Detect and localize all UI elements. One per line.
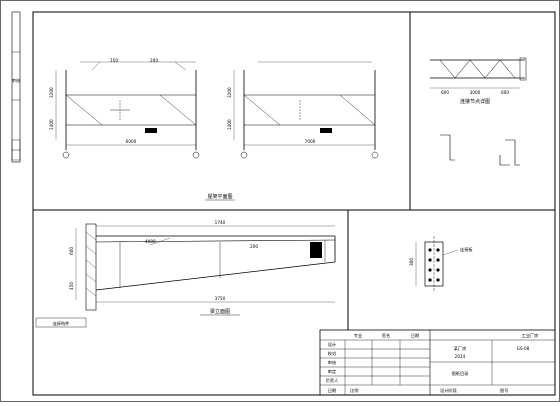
bl-dim-bottom: 3750 (215, 296, 226, 301)
bl-dim-left-2: 450 (69, 282, 74, 290)
tb-project: 工业厂房 (522, 332, 539, 339)
tb-col-1: 签名 (382, 332, 390, 339)
tb-row-2: 审核 (328, 359, 337, 366)
tl-dim-h2: 3200 (49, 87, 54, 98)
tb-bottom-label: 图纸目录 (452, 370, 469, 377)
tb-sheet-id: GS-08 (517, 346, 530, 351)
bl-leader-b: 200 (250, 244, 258, 249)
tr-dim-1: 600 (441, 90, 449, 95)
title-block: 设计 校对 审核 审定 负责人 日期 专业 签名 日期 工业厂房 某厂房 201… (319, 329, 556, 396)
tr-dim-2: 3000 (470, 90, 481, 95)
bl-dim-left-1: 600 (69, 247, 74, 255)
left-strip-label: 审核 (12, 77, 21, 84)
tb-row-5: 日期 (328, 388, 336, 394)
view-top-mid: 3200 1400 7000 (227, 61, 379, 159)
view-top-right: 600 3000 600 连接节点详图 (430, 57, 527, 166)
tr-view-title: 连接节点详图 (460, 98, 490, 105)
bl-leader-a: 4000 (145, 239, 156, 244)
left-strip: 审核 (11, 11, 21, 163)
tb-year: 2014 (455, 354, 466, 359)
tl-dim-h1: 1400 (49, 119, 54, 130)
bl-dim-top: 1740 (215, 220, 226, 225)
inner-border (32, 11, 556, 396)
tl-leader-2: 200 (150, 58, 158, 63)
bl-view-title: 梁立面图 (210, 308, 230, 315)
br-dim-plate: 300 (409, 258, 414, 266)
tl-leader-1: 150 (110, 58, 118, 63)
tb-row-4: 负责人 (326, 377, 339, 384)
view-bottom-left: 600 450 1740 3750 4000 200 梁立面图 连接构件 (35, 220, 336, 328)
tl-view-title: 屋架平面图 (207, 194, 232, 200)
tl-dim-span: 6000 (126, 139, 137, 144)
tb-stamp: 某厂房 (454, 345, 467, 352)
tb-col-0: 专业 (354, 332, 362, 339)
tr-dim-3: 600 (501, 90, 509, 95)
tb-footer-mid: 设计阶段 (440, 387, 458, 394)
tb-footer-left: 比例 (350, 387, 358, 394)
tb-footer-right: 图号 (500, 388, 508, 394)
view-bottom-right: 300 连接板 (409, 236, 473, 292)
tb-col-2: 日期 (411, 333, 419, 339)
tm-dim-h2: 3200 (227, 87, 232, 98)
bl-sub-title: 连接构件 (53, 320, 70, 327)
tb-row-1: 校对 (328, 350, 336, 357)
br-leader: 连接板 (460, 246, 473, 253)
tm-dim-h1: 1400 (227, 119, 232, 130)
tb-row-3: 审定 (328, 368, 336, 375)
tb-row-0: 设计 (328, 341, 336, 348)
tm-dim-span: 7000 (305, 139, 316, 144)
view-top-left: 150 200 3200 1400 6000 (49, 58, 200, 159)
